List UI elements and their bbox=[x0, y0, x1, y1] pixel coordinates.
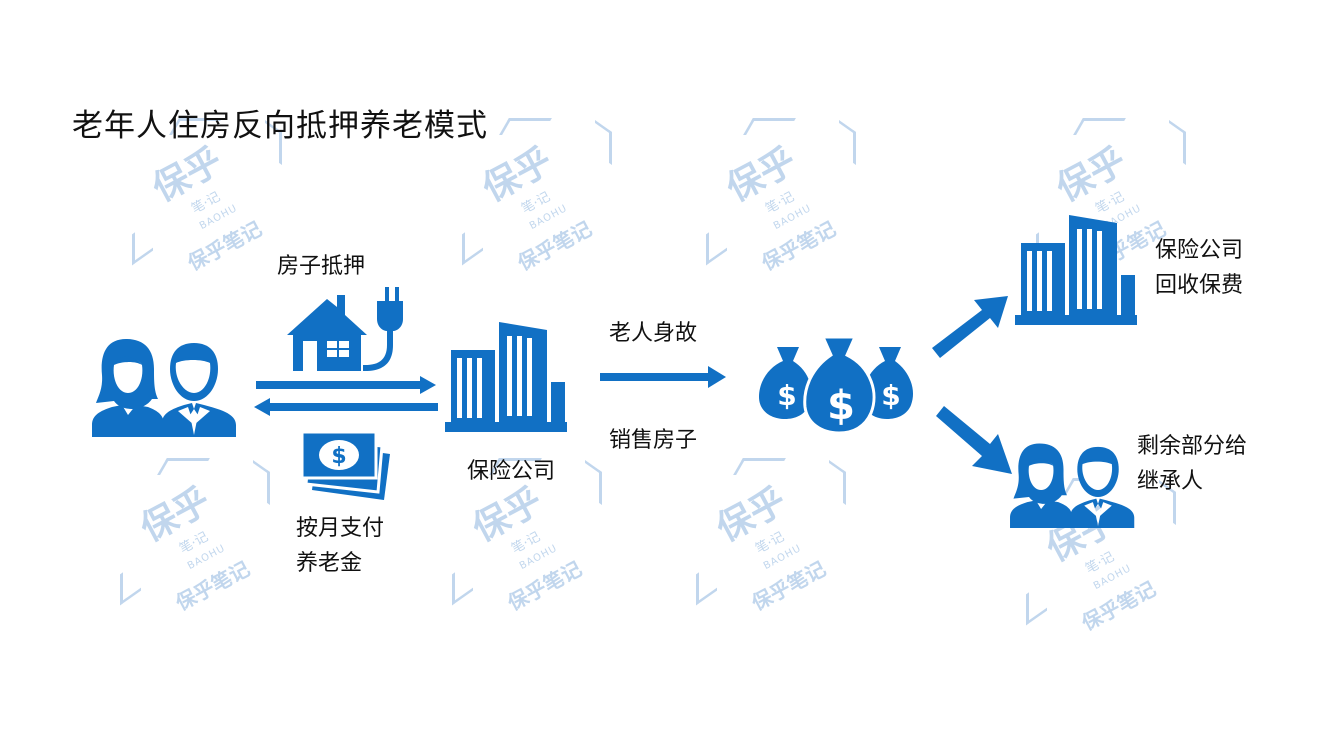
couple-icon bbox=[92, 339, 236, 437]
watermark: 保乎 笔·记 BAOHU 保乎笔记 bbox=[706, 118, 856, 278]
watermark-sub: 保乎笔记 bbox=[503, 556, 586, 616]
watermark-corner bbox=[1026, 579, 1047, 626]
watermark-main: 保乎 bbox=[134, 480, 218, 551]
watermark: 保乎 笔·记 BAOHU 保乎笔记 bbox=[696, 458, 846, 618]
watermark-sub: 保乎笔记 bbox=[513, 216, 596, 276]
watermark-corner bbox=[1169, 120, 1186, 165]
heirs-label-line2: 继承人 bbox=[1137, 469, 1204, 494]
insurer-recover-label-line2: 回收保费 bbox=[1155, 273, 1244, 298]
watermark: 保乎 笔·记 BAOHU 保乎笔记 bbox=[120, 458, 270, 618]
up-arrow bbox=[932, 296, 1008, 358]
watermark-corner bbox=[743, 118, 796, 135]
watermark-corner bbox=[829, 460, 846, 505]
watermark-main: 保乎 bbox=[1050, 140, 1134, 211]
svg-text:$: $ bbox=[881, 379, 900, 412]
watermark-english: BAOHU bbox=[197, 202, 240, 233]
watermark-small: 笔·记 bbox=[1083, 549, 1117, 577]
watermark-small: 笔·记 bbox=[189, 189, 223, 217]
watermark-small: 笔·记 bbox=[519, 189, 553, 217]
watermark-corner bbox=[595, 120, 612, 165]
watermark-corner bbox=[253, 460, 270, 505]
watermark-corner bbox=[120, 559, 141, 606]
watermark-english: BAOHU bbox=[761, 542, 804, 573]
watermark-sub: 保乎笔记 bbox=[183, 216, 266, 276]
watermark-small: 笔·记 bbox=[509, 529, 543, 557]
watermark-sub: 保乎笔记 bbox=[1077, 576, 1160, 636]
watermark-corner bbox=[452, 559, 473, 606]
watermark-corner bbox=[696, 559, 717, 606]
cash-stack-icon: $ bbox=[300, 430, 390, 500]
watermark-corner bbox=[585, 460, 602, 505]
svg-text:$: $ bbox=[827, 383, 855, 429]
watermark-corner bbox=[132, 219, 153, 266]
watermark-main: 保乎 bbox=[710, 480, 794, 551]
watermark-corner bbox=[1073, 118, 1126, 135]
watermark-small: 笔·记 bbox=[1093, 189, 1127, 217]
svg-text:$: $ bbox=[777, 379, 796, 412]
watermark-sub: 保乎笔记 bbox=[747, 556, 830, 616]
insurer-recover-label-line1: 保险公司 bbox=[1155, 238, 1244, 263]
watermark-small: 笔·记 bbox=[177, 529, 211, 557]
watermark-english: BAOHU bbox=[517, 542, 560, 573]
watermark-english: BAOHU bbox=[185, 542, 228, 573]
watermark-corner bbox=[706, 219, 727, 266]
pension-label-line2: 养老金 bbox=[296, 551, 363, 576]
watermark-english: BAOHU bbox=[1091, 562, 1134, 593]
exchange-arrows bbox=[254, 376, 438, 416]
watermark-corner bbox=[733, 458, 786, 475]
pension-label-line1: 按月支付 bbox=[296, 516, 385, 541]
death-label: 老人身故 bbox=[609, 321, 698, 346]
watermark-english: BAOHU bbox=[527, 202, 570, 233]
couple-icon bbox=[1010, 443, 1135, 528]
page-title: 老年人住房反向抵押养老模式 bbox=[72, 108, 488, 144]
watermark-english: BAOHU bbox=[771, 202, 814, 233]
watermark-small: 笔·记 bbox=[753, 529, 787, 557]
watermark-small: 笔·记 bbox=[763, 189, 797, 217]
house-plug-icon bbox=[287, 287, 403, 371]
mortgage-label: 房子抵押 bbox=[277, 254, 366, 279]
flow-arrow bbox=[600, 366, 726, 388]
watermark-corner bbox=[839, 120, 856, 165]
watermark-corner bbox=[157, 458, 210, 475]
building-icon bbox=[445, 322, 567, 432]
insurer-label: 保险公司 bbox=[467, 459, 556, 484]
heirs-label-line1: 剩余部分给 bbox=[1137, 434, 1248, 459]
watermark-sub: 保乎笔记 bbox=[757, 216, 840, 276]
svg-text:$: $ bbox=[331, 444, 346, 469]
down-arrow bbox=[936, 406, 1012, 474]
building-icon bbox=[1015, 215, 1137, 325]
watermark-corner bbox=[462, 219, 483, 266]
watermark-sub: 保乎笔记 bbox=[171, 556, 254, 616]
sell-label: 销售房子 bbox=[609, 428, 698, 453]
watermark-corner bbox=[499, 118, 552, 135]
watermark-main: 保乎 bbox=[720, 140, 804, 211]
money-bags-icon: $ $ $ bbox=[759, 335, 914, 435]
